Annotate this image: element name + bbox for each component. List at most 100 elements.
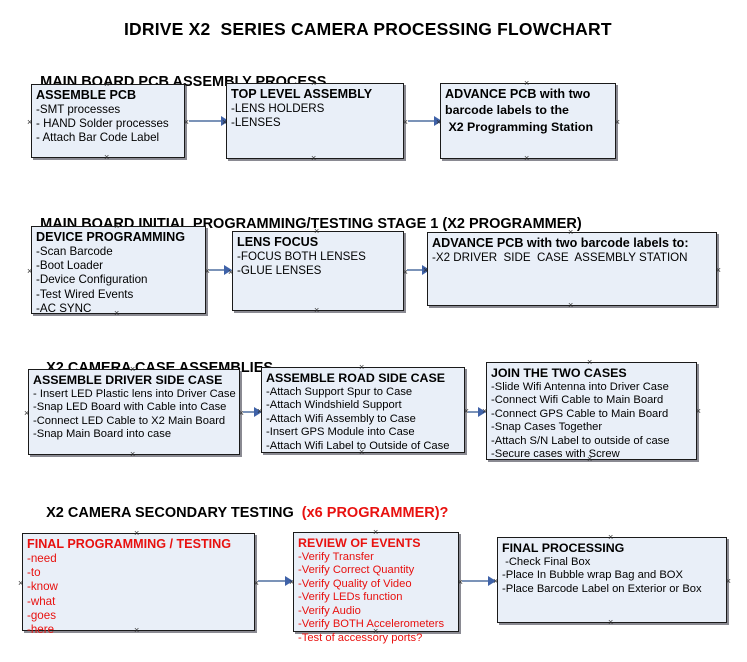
connector-handle-bottom[interactable] [114,309,119,318]
connector-handle-left[interactable] [27,118,32,127]
node-line: -X2 DRIVER SIDE CASE ASSEMBLY STATION [432,251,688,264]
section-heading-4: X2 CAMERA SECONDARY TESTING (x6 PROGRAMM… [30,489,448,537]
connector-handle-left[interactable] [228,268,233,277]
process-node-assemble-road-side-case[interactable]: ASSEMBLE ROAD SIDE CASE -Attach Support … [261,367,465,453]
node-line: -goes [27,608,57,622]
node-line: -Snap Cases Together [491,421,603,434]
connector-handle-bottom[interactable] [134,626,139,635]
connector-handle-left[interactable] [436,118,441,127]
node-line: -Connect Wifi Cable to Main Board [491,394,664,407]
node-title: LENS FOCUS [237,235,319,249]
connector-arrow [243,411,257,413]
connector-handle-left[interactable] [27,267,32,276]
connector-handle-right[interactable] [696,407,701,416]
node-line: -Verify Transfer [298,550,374,563]
connector-handle-bottom[interactable] [130,450,135,459]
node-line: -LENSES [231,116,281,130]
process-node-final-programming-testing[interactable]: FINAL PROGRAMMING / TESTING -need -to -k… [22,533,255,636]
connector-handle-right[interactable] [726,577,731,586]
connector-handle-top[interactable] [314,227,319,236]
connector-handle-bottom[interactable] [359,448,364,457]
node-line: -Check Final Box [502,555,591,568]
process-node-assemble-pcb[interactable]: ASSEMBLE PCB -SMT processes - HAND Solde… [31,84,185,158]
node-line: -AC SYNC [36,301,92,315]
node-line: -Connect GPS Cable to Main Board [491,407,669,420]
connector-handle-top[interactable] [114,222,119,231]
connector-handle-left[interactable] [222,118,227,127]
process-node-top-level-assembly[interactable]: TOP LEVEL ASSEMBLY -LENS HOLDERS -LENSES [226,83,404,159]
connector-handle-bottom[interactable] [104,153,109,162]
node-line: -Snap LED Board with Cable into Case [33,401,227,414]
connector-handle-bottom[interactable] [373,627,378,636]
connector-arrowhead-icon [488,576,496,586]
section-heading-4-accent: (x6 PROGRAMMER)? [297,505,449,521]
node-line: -Place Barcode Label on Exterior or Box [502,582,702,595]
connector-handle-left[interactable] [24,409,29,418]
connector-handle-left[interactable] [493,577,498,586]
connector-handle-bottom[interactable] [314,306,319,315]
node-line: -GLUE LENSES [237,264,322,278]
connector-handle-top[interactable] [134,529,139,538]
process-node-advance-pcb-driver-side-case[interactable]: ADVANCE PCB with two barcode labels to: … [427,232,717,306]
node-line: -Insert GPS Module into Case [266,426,415,439]
connector-handle-top[interactable] [587,358,592,367]
process-node-assemble-driver-side-case[interactable]: ASSEMBLE DRIVER SIDE CASE - Insert LED P… [28,369,240,455]
node-line: -FOCUS BOTH LENSES [237,250,366,263]
node-title: FINAL PROCESSING [502,541,625,555]
node-line: - Insert LED Plastic lens into Driver Ca… [33,387,236,400]
connector-handle-bottom[interactable] [311,154,316,163]
connector-handle-left[interactable] [423,266,428,275]
connector-arrow [209,269,227,271]
connector-handle-right[interactable] [615,118,620,127]
connector-handle-left[interactable] [482,407,487,416]
connector-handle-left[interactable] [257,407,262,416]
connector-handle-top[interactable] [568,228,573,237]
node-line: -Attach Windshield Support [266,399,402,412]
node-line: -to [27,566,41,580]
connector-handle-bottom[interactable] [608,618,613,627]
connector-handle-bottom[interactable] [524,154,529,163]
node-title: ASSEMBLE DRIVER SIDE CASE [33,373,223,387]
process-node-review-of-events[interactable]: REVIEW OF EVENTS -Verify Transfer -Verif… [293,532,459,644]
process-node-join-the-two-cases[interactable]: JOIN THE TWO CASES -Slide Wifi Antenna i… [486,362,697,460]
node-line: -Attach Support Spur to Case [266,385,413,398]
node-line: -Connect LED Cable to X2 Main Board [33,414,226,427]
node-line: -Device Configuration [36,273,148,287]
node-title: ADVANCE PCB with two barcode labels to: [432,236,689,250]
connector-handle-left[interactable] [289,578,294,587]
connector-handle-left[interactable] [18,579,23,588]
connector-handle-top[interactable] [359,363,364,372]
connector-handle-top[interactable] [524,79,529,88]
node-line: -Scan Barcode [36,245,113,258]
node-line: X2 Programming Station [445,120,594,134]
connector-handle-top[interactable] [311,79,316,88]
connector-handle-top[interactable] [104,80,109,89]
page-title: IDRIVE X2 SERIES CAMERA PROCESSING FLOWC… [124,19,612,39]
node-line: -Verify Audio [298,604,361,617]
process-node-final-processing[interactable]: FINAL PROCESSING -Check Final Box -Place… [497,537,727,623]
node-line: -Place In Bubble wrap Bag and BOX [502,569,683,582]
connector-handle-bottom[interactable] [587,455,592,464]
connector-handle-bottom[interactable] [568,301,573,310]
node-title: JOIN THE TWO CASES [491,366,627,380]
connector-handle-top[interactable] [373,528,378,537]
connector-handle-top[interactable] [130,365,135,374]
connector-handle-top[interactable] [608,533,613,542]
node-line: - HAND Solder processes [36,117,169,131]
node-title: ASSEMBLE PCB [36,88,137,102]
section-heading-4-text: X2 CAMERA SECONDARY TESTING [46,505,298,521]
connector-arrow [408,120,438,122]
node-line: -Attach Wifi Assembly to Case [266,412,416,425]
node-line: -need [27,552,57,565]
connector-arrow [407,269,425,271]
node-title: FINAL PROGRAMMING / TESTING [27,537,232,551]
node-title: ADVANCE PCB with two [445,87,591,101]
node-title: TOP LEVEL ASSEMBLY [231,87,373,101]
process-node-advance-pcb-programming-station[interactable]: ADVANCE PCB with two barcode labels to t… [440,83,616,159]
process-node-lens-focus[interactable]: LENS FOCUS -FOCUS BOTH LENSES -GLUE LENS… [232,231,404,311]
process-node-device-programming[interactable]: DEVICE PROGRAMMING -Scan Barcode -Boot L… [31,226,206,315]
node-line: - Attach Bar Code Label [36,131,160,145]
node-title: REVIEW OF EVENTS [298,536,421,550]
connector-handle-right[interactable] [716,266,721,275]
